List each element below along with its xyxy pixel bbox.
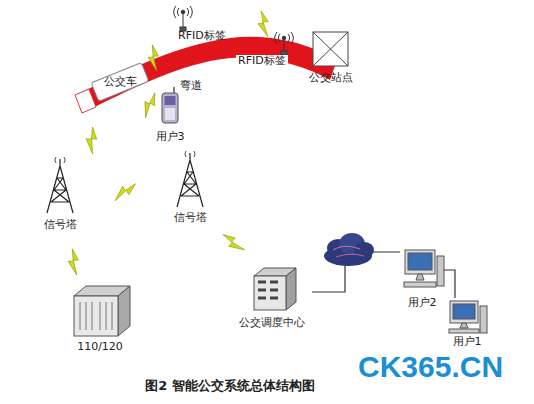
node-label: 用户2 xyxy=(408,297,437,310)
bus-stop-icon xyxy=(313,32,348,66)
signal-tower: 信号塔 xyxy=(168,150,212,225)
road-label: 弯道 xyxy=(180,80,202,91)
tag-label: RFID标签 xyxy=(236,55,288,66)
bus: 公交车 xyxy=(95,70,145,94)
building-icon xyxy=(74,286,130,336)
node-label: 公交站点 xyxy=(309,72,353,85)
watermark: CK365.CN xyxy=(358,352,503,382)
bus-icon xyxy=(91,63,149,102)
pc-user: 用户2 xyxy=(400,245,444,310)
computer-icon xyxy=(404,250,444,287)
mobile-user: 用户3 xyxy=(150,86,190,144)
node-label: 信号塔 xyxy=(174,212,207,225)
figure-caption: 图2 智能公交系统总体结构图 xyxy=(110,377,350,395)
emergency-center: 110/120 xyxy=(65,282,135,354)
dispatch-center: 公交调度中心 xyxy=(232,265,312,330)
tower-icon xyxy=(47,157,73,213)
road xyxy=(75,37,337,113)
internet-cloud xyxy=(324,233,374,266)
node-label: 公交车 xyxy=(104,76,137,89)
tower-icon xyxy=(177,151,203,207)
node-label: 110/120 xyxy=(77,341,123,354)
phone-icon xyxy=(162,87,178,123)
pc-user: 用户1 xyxy=(445,298,489,349)
computer-icon xyxy=(449,301,487,333)
road-end xyxy=(75,89,96,113)
node-label: 用户1 xyxy=(453,336,482,349)
node-label: 公交调度中心 xyxy=(239,317,305,330)
rfid-antenna xyxy=(174,6,193,31)
wireless-bolt xyxy=(66,11,270,275)
bus-stop: 公交站点 xyxy=(303,30,358,85)
network-cable xyxy=(444,270,455,298)
tag-label: RFID标签 xyxy=(178,30,226,41)
node-label: 用户3 xyxy=(156,131,185,144)
node-label: 信号塔 xyxy=(44,219,77,232)
rfid-antenna xyxy=(275,32,294,55)
signal-tower: 信号塔 xyxy=(38,156,82,232)
building-icon xyxy=(254,268,296,310)
